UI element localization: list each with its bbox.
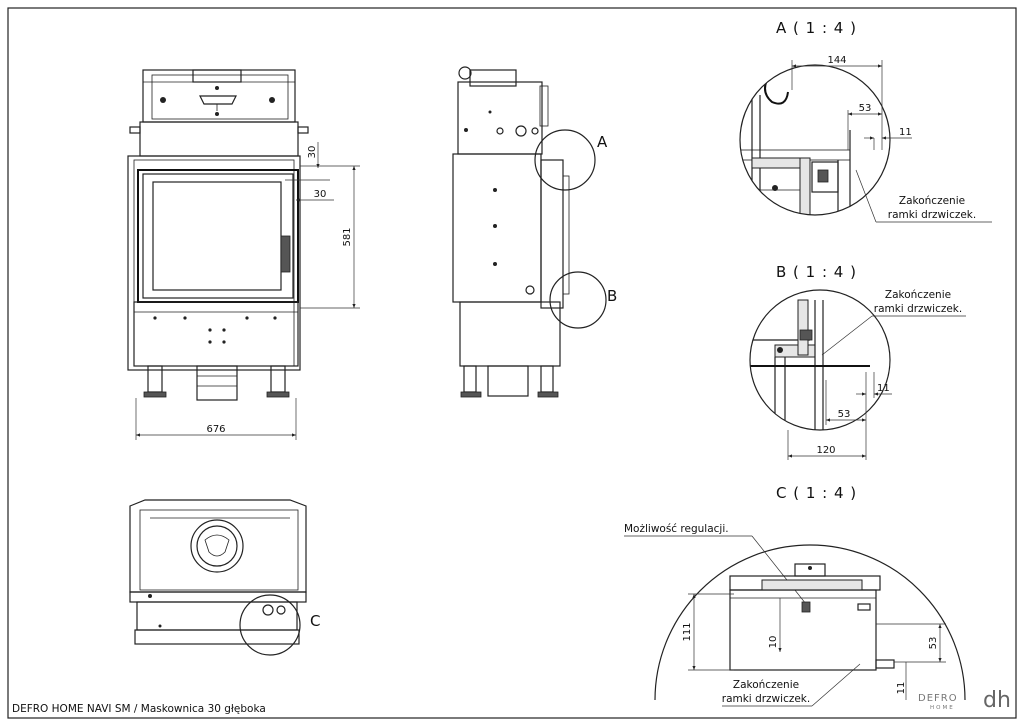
detail-b-caption: B ( 1 : 4 ) (776, 263, 857, 281)
detail-a-note-1: Zakończenie (899, 195, 965, 207)
dim-width: 676 (206, 424, 225, 435)
detail-c-caption: C ( 1 : 4 ) (776, 484, 857, 502)
side-view: A B (452, 66, 618, 398)
defro-logo: DEFRO HOME dh (918, 688, 1011, 713)
detail-a: A ( 1 : 4 ) 144 53 11 Zak (739, 19, 992, 223)
front-view: 676 581 30 30 (127, 69, 360, 440)
detail-c-dim-2: 10 (768, 636, 779, 649)
detail-a-dim-3: 11 (899, 127, 912, 138)
top-view: C (129, 499, 321, 656)
logo-mark: dh (983, 688, 1011, 713)
detail-c-dim-4: 11 (896, 682, 907, 695)
detail-b: B ( 1 : 4 ) Zakończenie ramki drzwiczek.… (749, 263, 966, 460)
detail-c-note-1: Zakończenie (733, 679, 799, 691)
dim-side: 30 (314, 189, 327, 200)
logo-text: DEFRO (918, 693, 958, 704)
detail-c-note-2: ramki drzwiczek. (722, 693, 810, 705)
detail-a-note-2: ramki drzwiczek. (888, 209, 976, 221)
detail-a-caption: A ( 1 : 4 ) (776, 19, 857, 37)
label-a: A (597, 133, 608, 151)
sheet-border (7, 7, 1017, 719)
dim-top: 30 (307, 146, 318, 159)
detail-b-note-1: Zakończenie (885, 289, 951, 301)
logo-sub: HOME (930, 705, 955, 711)
dim-height: 581 (342, 227, 353, 246)
label-b: B (607, 287, 618, 305)
detail-a-dim-1: 144 (827, 55, 846, 66)
detail-c-dim-3: 53 (928, 637, 939, 650)
detail-c-note-adjust: Możliwość regulacji. (624, 523, 729, 535)
detail-b-dim-3: 120 (816, 445, 835, 456)
detail-b-dim-1: 11 (877, 383, 890, 394)
detail-c: C ( 1 : 4 ) Możliwość regulacji. 111 10 … (624, 484, 966, 707)
detail-a-dim-2: 53 (859, 103, 872, 114)
detail-c-dim-1: 111 (682, 622, 693, 641)
detail-b-note-2: ramki drzwiczek. (874, 303, 962, 315)
footer-title: DEFRO HOME NAVI SM / Maskownica 30 głębo… (12, 703, 266, 715)
detail-b-dim-2: 53 (838, 409, 851, 420)
label-c: C (310, 612, 321, 630)
